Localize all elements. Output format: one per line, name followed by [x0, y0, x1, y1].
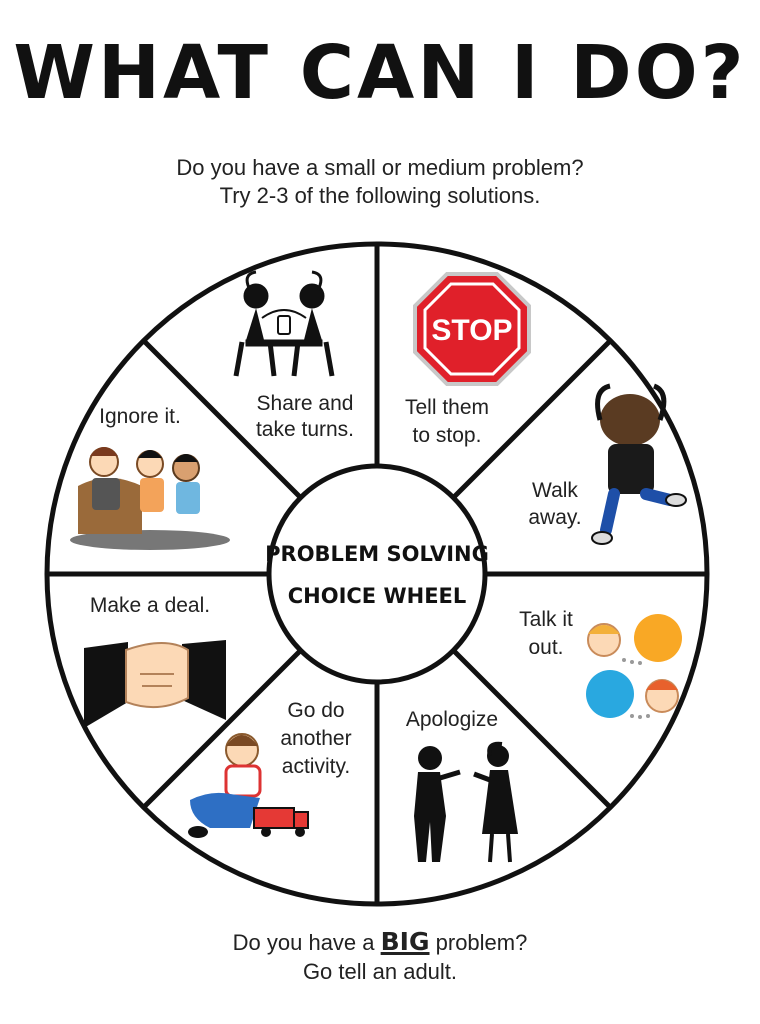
- segment-apologize: Apologize: [406, 708, 518, 863]
- segment-label-line: another: [280, 727, 351, 750]
- walking-away-child-icon: [591, 383, 687, 545]
- segment-share-take-turns: Share and take turns.: [233, 270, 354, 441]
- segment-label-line: activity.: [282, 755, 350, 778]
- footer-text-before: Do you have a: [232, 930, 381, 955]
- segment-walk-away: Walk away.: [528, 383, 687, 545]
- segment-tell-them-to-stop: STOP Tell them to stop.: [405, 272, 531, 447]
- wheel-dividers: [49, 246, 705, 902]
- subtitle-line-2: Try 2-3 of the following solutions.: [219, 183, 541, 208]
- segment-label-line: away.: [528, 506, 581, 529]
- ignoring-people-icon: [70, 447, 230, 550]
- footer-line-1: Do you have a BIG problem?: [0, 928, 760, 957]
- handshake-icon: [84, 640, 226, 728]
- footer-line-2: Go tell an adult.: [302, 959, 458, 984]
- segment-label-line: Talk it: [519, 608, 573, 631]
- wheel-center-circle: [266, 463, 488, 685]
- segment-label-line: to stop.: [413, 424, 482, 447]
- stop-sign-text: STOP: [431, 314, 512, 347]
- segment-label-line: out.: [528, 636, 563, 659]
- segment-label-line: Make a deal.: [90, 594, 210, 617]
- page-title: WHAT CAN I DO?: [13, 30, 747, 116]
- segment-label-line: take turns.: [256, 418, 354, 441]
- center-label-line-2: CHOICE WHEEL: [288, 584, 467, 608]
- footer-big-word: BIG: [380, 927, 430, 956]
- footer-text-after: problem?: [429, 930, 528, 955]
- arguing-silhouettes-icon: [414, 741, 518, 863]
- segment-label-line: Walk: [532, 479, 578, 502]
- segment-label-line: Go do: [287, 699, 344, 722]
- speech-bubbles-icon: [586, 614, 682, 719]
- child-playing-truck-icon: [188, 733, 309, 838]
- segment-label-line: Ignore it.: [99, 405, 181, 428]
- center-label-line-1: PROBLEM SOLVING: [265, 542, 489, 566]
- segment-label-line: Share and: [257, 392, 354, 415]
- segment-label-line: Apologize: [406, 708, 498, 731]
- stop-sign-icon: STOP: [413, 272, 531, 386]
- segment-make-a-deal: Make a deal.: [84, 594, 226, 728]
- segment-talk-it-out: Talk it out.: [519, 608, 682, 719]
- segment-ignore-it: Ignore it.: [70, 405, 230, 550]
- subtitle-line-1: Do you have a small or medium problem?: [176, 155, 584, 180]
- segment-label-line: Tell them: [405, 396, 489, 419]
- sharing-headphones-icon: [233, 270, 335, 377]
- segment-go-do-another-activity: Go do another activity.: [188, 699, 352, 838]
